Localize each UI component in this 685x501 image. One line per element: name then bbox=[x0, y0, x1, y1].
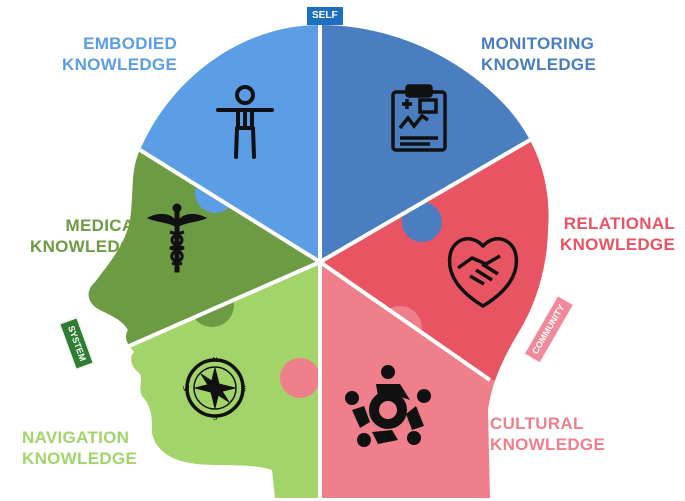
puzzle-tab bbox=[318, 126, 362, 170]
clipboard-chart-icon bbox=[391, 84, 447, 152]
puzzle-tab bbox=[190, 283, 234, 327]
label-embodied-line1: EMBODIED bbox=[83, 34, 178, 53]
self-tag: SELF bbox=[307, 7, 343, 25]
puzzle-tab bbox=[402, 202, 442, 242]
label-relational: RELATIONAL KNOWLEDGE bbox=[560, 213, 675, 255]
puzzle-tab bbox=[280, 358, 320, 398]
label-relational-line2: KNOWLEDGE bbox=[560, 235, 676, 254]
label-navigation-line2: KNOWLEDGE bbox=[22, 449, 138, 468]
people-circle-icon bbox=[345, 365, 431, 447]
label-navigation: NAVIGATION KNOWLEDGE bbox=[22, 427, 137, 469]
caduceus-icon bbox=[146, 203, 208, 273]
heart-handshake-icon bbox=[447, 237, 519, 308]
label-cultural-line1: CULTURAL bbox=[490, 414, 584, 433]
svg-text:W: W bbox=[183, 386, 190, 393]
label-monitoring-line1: MONITORING bbox=[481, 34, 595, 53]
person-icon bbox=[216, 85, 274, 159]
label-embodied: EMBODIED KNOWLEDGE bbox=[62, 33, 177, 75]
label-relational-line1: RELATIONAL bbox=[563, 214, 676, 233]
label-medical-line2: KNOWLEDGE bbox=[30, 237, 146, 256]
segment-medical bbox=[88, 150, 320, 380]
label-medical: MEDICAL KNOWLEDGE bbox=[30, 215, 145, 257]
label-navigation-line1: NAVIGATION bbox=[22, 428, 130, 447]
label-monitoring: MONITORING KNOWLEDGE bbox=[481, 33, 596, 75]
label-embodied-line2: KNOWLEDGE bbox=[62, 55, 178, 74]
label-cultural: CULTURAL KNOWLEDGE bbox=[490, 413, 605, 455]
compass-icon: N S W E bbox=[183, 357, 247, 422]
segment-embodied bbox=[88, 25, 320, 262]
puzzle-tab bbox=[378, 306, 422, 350]
segment-navigation bbox=[88, 262, 320, 498]
label-medical-line1: MEDICAL bbox=[65, 216, 146, 235]
label-cultural-line2: KNOWLEDGE bbox=[490, 435, 606, 454]
svg-text:E: E bbox=[242, 386, 247, 393]
svg-text:N: N bbox=[212, 357, 217, 364]
segment-monitoring bbox=[320, 25, 549, 262]
label-monitoring-line2: KNOWLEDGE bbox=[481, 55, 597, 74]
svg-text:S: S bbox=[213, 415, 218, 422]
